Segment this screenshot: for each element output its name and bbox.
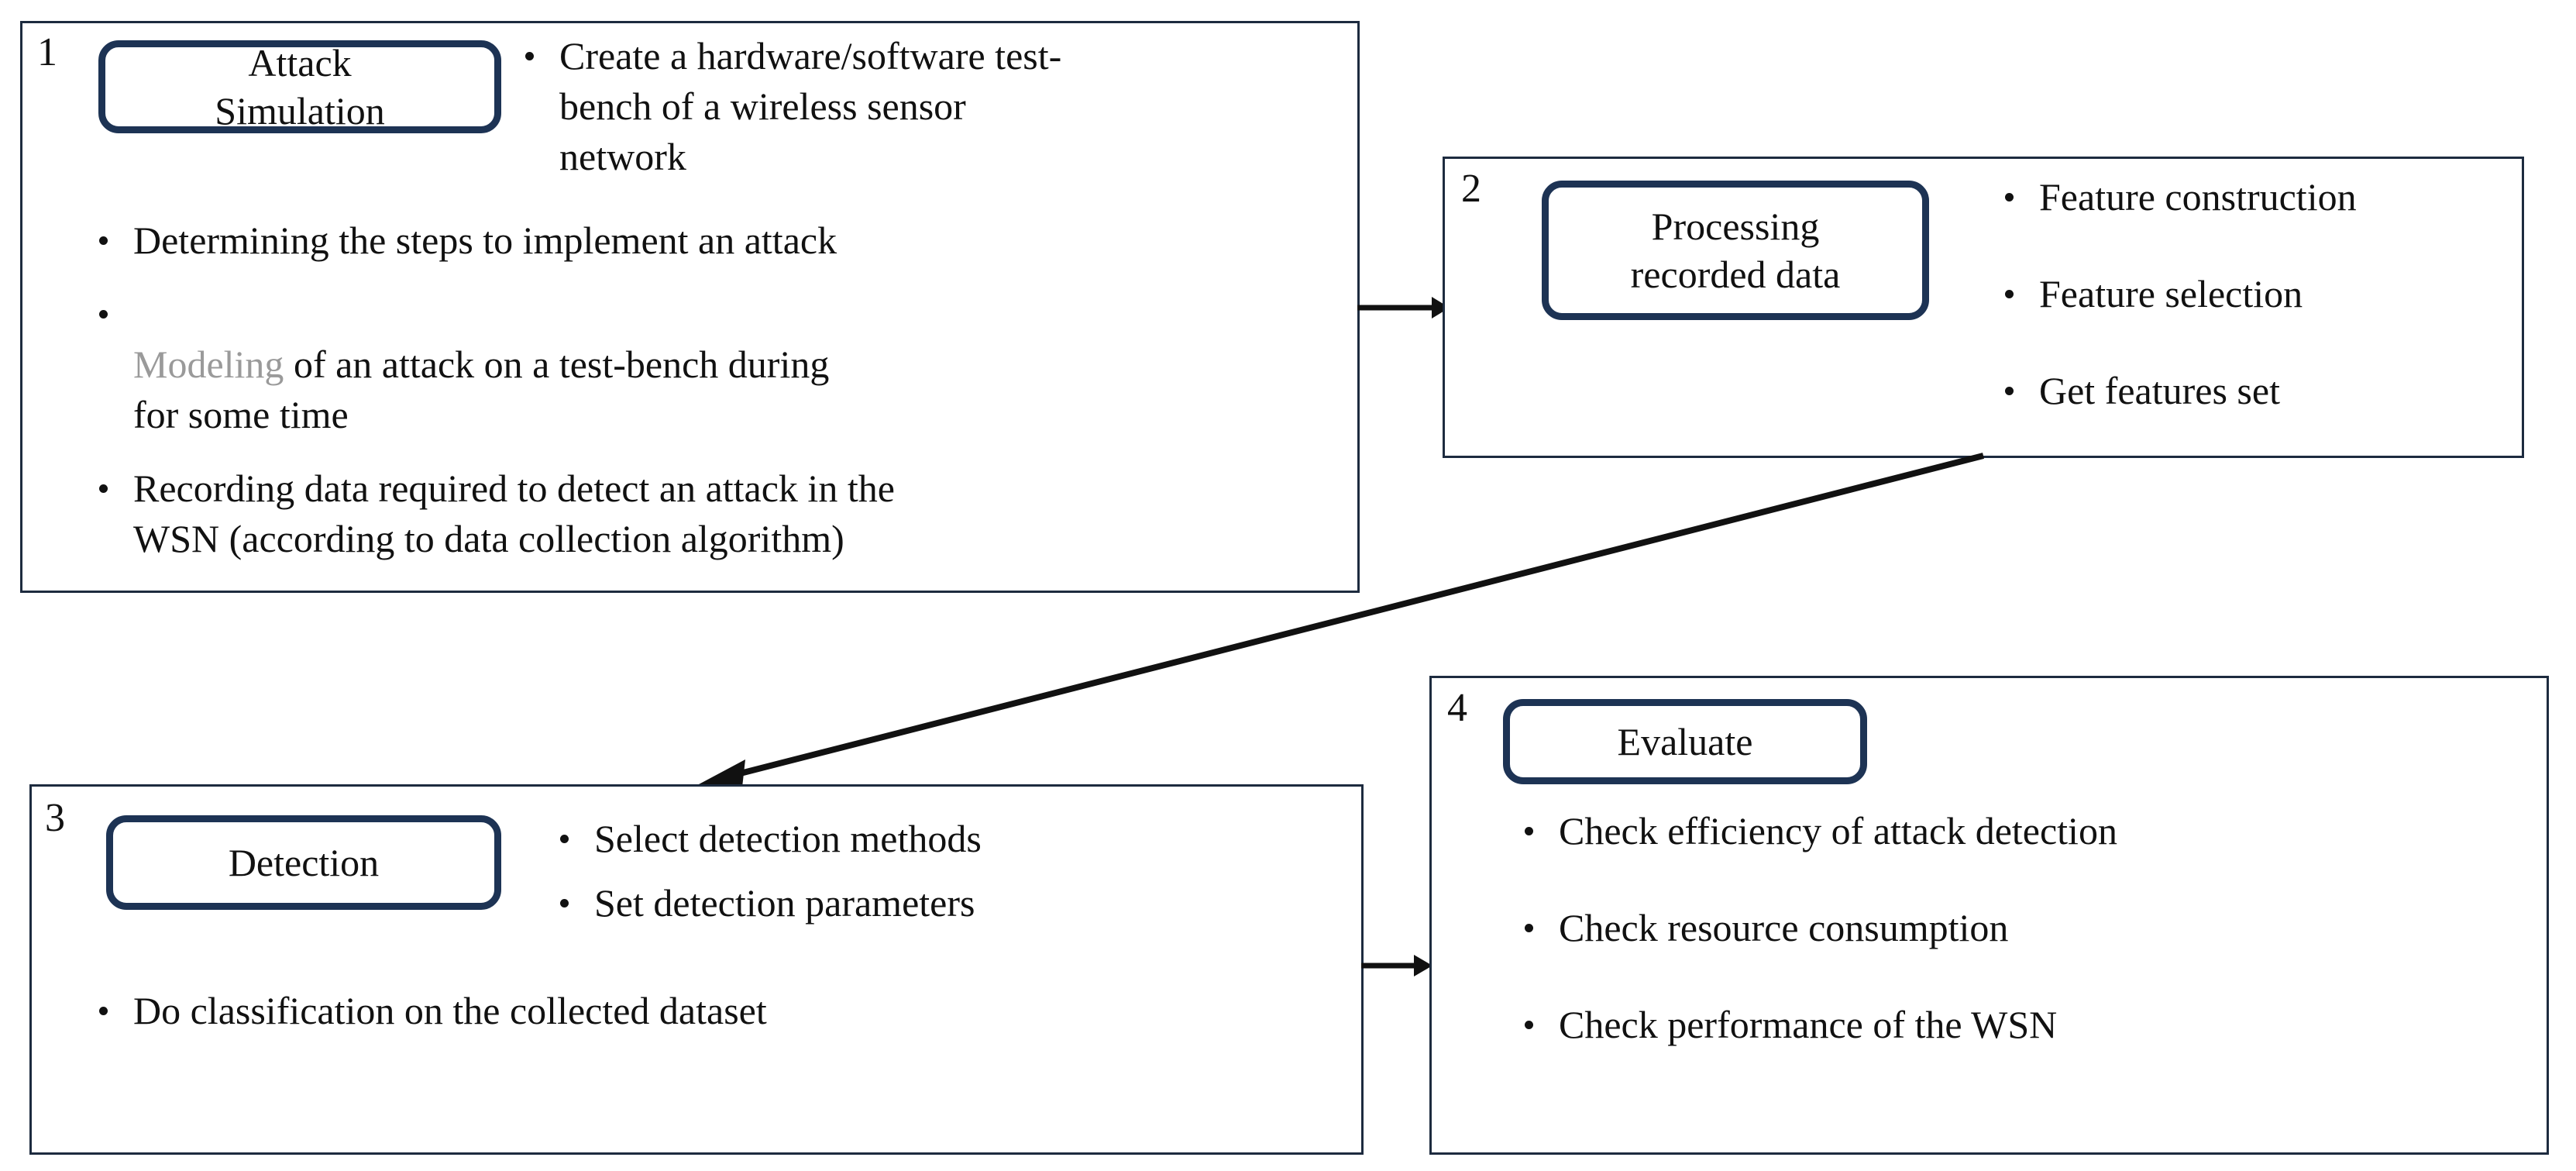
connector-stage3-to-stage4 (1361, 955, 1432, 976)
bullet-item: Get features set (1991, 366, 2518, 416)
muted-word-modeling: Modeling (133, 343, 284, 386)
bullet-item: Set detection parameters (546, 878, 1336, 928)
stage-number-3: 3 (45, 796, 65, 840)
stage-title-processing-recorded-data: Processing recorded data (1542, 181, 1929, 320)
stage-1-bullets-main: Determining the steps to implement an at… (85, 215, 1333, 564)
stage-title-text-1: Attack Simulation (215, 41, 385, 133)
stage-2-bullets: Feature construction Feature selection G… (1991, 172, 2518, 463)
stage-title-evaluate: Evaluate (1503, 699, 1867, 784)
stage-3-bullets-top: Select detection methods Set detection p… (546, 814, 1336, 942)
connector-stage2-to-stage3 (699, 453, 1984, 787)
stage-title-text-3: Detection (228, 841, 380, 884)
bullet-item: Check resource consumption (1511, 903, 2518, 953)
stage-number-4: 4 (1447, 686, 1467, 730)
stage-3-bullets-main: Do classification on the collected datas… (85, 986, 1333, 1036)
stage-title-detection: Detection (106, 815, 501, 910)
stage-number-2: 2 (1461, 167, 1481, 211)
bullet-item-modeling-rest: of an attack on a test-bench during for … (133, 343, 830, 436)
stage-title-text-2: Processing recorded data (1630, 205, 1841, 296)
bullet-item: Recording data required to detect an att… (85, 463, 1333, 564)
stage-1-bullets-top: Create a hardware/software test- bench o… (511, 31, 1286, 182)
bullet-item: Do classification on the collected datas… (85, 986, 1333, 1036)
bullet-item: Check efficiency of attack detection (1511, 806, 2518, 856)
bullet-item: Feature construction (1991, 172, 2518, 222)
stage-title-attack-simulation: Attack Simulation (98, 40, 501, 133)
bullet-item: Create a hardware/software test- bench o… (511, 31, 1286, 182)
stage-number-1: 1 (37, 30, 57, 74)
bullet-item: Feature selection (1991, 269, 2518, 319)
stage-4-bullets: Check efficiency of attack detection Che… (1511, 806, 2518, 1097)
bullet-item: Select detection methods (546, 814, 1336, 864)
stage-title-text-4: Evaluate (1617, 720, 1753, 763)
bullet-item-modeling: Modeling of an attack on a test-bench du… (85, 289, 1333, 440)
connector-stage1-to-stage2 (1357, 297, 1450, 319)
bullet-item: Check performance of the WSN (1511, 1000, 2518, 1050)
bullet-item: Determining the steps to implement an at… (85, 215, 1333, 266)
